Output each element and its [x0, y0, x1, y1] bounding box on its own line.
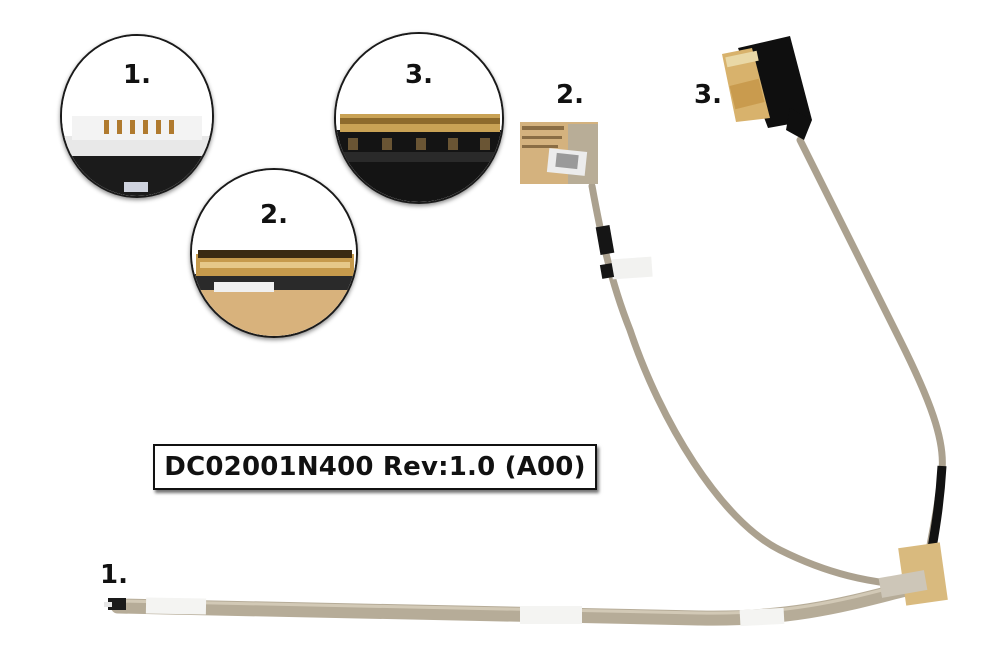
- inset-3-circle: 3.: [334, 32, 504, 204]
- inset-2-circle: 2.: [190, 168, 358, 338]
- inset-3-label: 3.: [405, 60, 433, 90]
- inset-1-label: 1.: [123, 60, 151, 90]
- cable-2-sticker: [611, 256, 653, 280]
- cable-to-connector-3: [796, 136, 946, 579]
- callout-end-2: 2.: [556, 80, 584, 110]
- ribbon-sticker: [739, 607, 785, 627]
- main-ribbon-cable: [110, 580, 918, 626]
- inset-2-label: 2.: [260, 200, 288, 230]
- ribbon-sticker: [145, 597, 207, 615]
- connector-2-head: [520, 122, 598, 184]
- connector-3-head: [722, 36, 812, 140]
- connector-1-end: [108, 598, 126, 610]
- inset-1-circle: 1.: [60, 34, 214, 198]
- cable-to-connector-2: [588, 182, 909, 589]
- callout-end-3: 3.: [694, 80, 722, 110]
- part-number-label: DC02001N400 Rev:1.0 (A00): [153, 444, 597, 490]
- ribbon-sticker: [520, 606, 582, 624]
- callout-end-1: 1.: [100, 560, 128, 590]
